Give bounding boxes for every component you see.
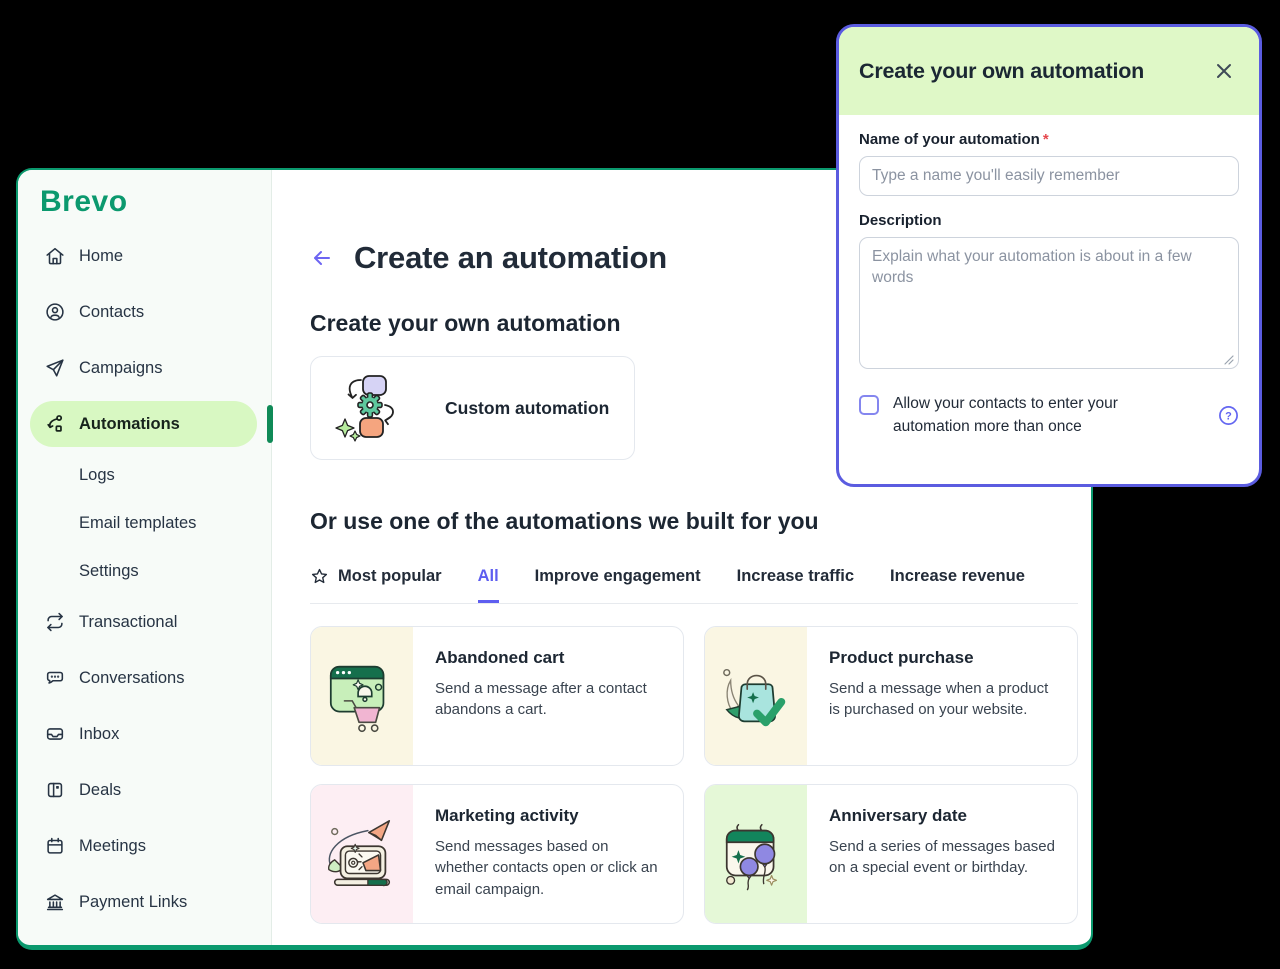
category-tabs: Most popular All Improve engagement Incr… bbox=[310, 567, 1078, 604]
help-button[interactable]: ? bbox=[1218, 405, 1239, 426]
modal-header: Create your own automation bbox=[839, 27, 1259, 115]
sidebar-item-label: Logs bbox=[79, 465, 115, 484]
sidebar-item-contacts[interactable]: Contacts bbox=[30, 289, 257, 335]
back-button[interactable] bbox=[310, 246, 334, 270]
name-label-text: Name of your automation bbox=[859, 131, 1040, 148]
sidebar-item-label: Deals bbox=[79, 780, 122, 799]
automation-description-textarea[interactable] bbox=[859, 237, 1239, 369]
card-description: Send a series of messages based on a spe… bbox=[829, 838, 1055, 877]
card-marketing-activity[interactable]: Marketing activity Send messages based o… bbox=[310, 784, 684, 924]
sidebar-item-settings[interactable]: Settings bbox=[30, 551, 257, 591]
sidebar-item-label: Inbox bbox=[79, 724, 120, 743]
tab-label: All bbox=[477, 567, 499, 585]
inbox-icon bbox=[46, 728, 64, 740]
active-indicator bbox=[267, 405, 273, 443]
custom-automation-card[interactable]: Custom automation bbox=[310, 356, 635, 460]
automation-name-input[interactable] bbox=[859, 156, 1239, 196]
sidebar-item-conversations[interactable]: Conversations bbox=[30, 655, 257, 701]
sidebar-item-label: Settings bbox=[79, 561, 139, 580]
description-field-label: Description bbox=[859, 212, 942, 229]
prebuilt-heading: Or use one of the automations we built f… bbox=[310, 508, 819, 534]
close-icon bbox=[1217, 64, 1231, 78]
automation-cards-grid: Abandoned cart Send a message after a co… bbox=[310, 626, 1091, 924]
anniversary-date-illustration bbox=[705, 785, 807, 923]
create-automation-modal: Create your own automation Name of your … bbox=[836, 24, 1262, 487]
tab-improve-engagement[interactable]: Improve engagement bbox=[535, 567, 701, 603]
back-arrow-icon bbox=[314, 251, 330, 265]
custom-automation-label: Custom automation bbox=[445, 397, 610, 418]
sidebar-item-transactional[interactable]: Transactional bbox=[30, 599, 257, 645]
sidebar-item-deals[interactable]: Deals bbox=[30, 767, 257, 813]
campaigns-icon bbox=[46, 359, 64, 377]
deals-icon bbox=[47, 782, 63, 798]
create-own-heading: Create your own automation bbox=[310, 310, 621, 336]
close-button[interactable] bbox=[1211, 58, 1237, 84]
meetings-icon bbox=[47, 837, 63, 854]
tab-all[interactable]: All bbox=[478, 567, 499, 603]
card-title: Abandoned cart bbox=[435, 648, 565, 667]
required-marker: * bbox=[1042, 131, 1049, 148]
automations-icon bbox=[47, 415, 63, 432]
tab-label: Increase revenue bbox=[890, 567, 1025, 585]
reentry-checkbox[interactable] bbox=[859, 395, 879, 415]
sidebar-nav: Home Contacts Campaigns Automations Logs… bbox=[18, 233, 273, 925]
svg-text:?: ? bbox=[1225, 410, 1232, 422]
abandoned-cart-illustration bbox=[311, 627, 413, 765]
sidebar-item-logs[interactable]: Logs bbox=[30, 455, 257, 495]
card-title: Anniversary date bbox=[829, 806, 967, 825]
sidebar-item-label: Payment Links bbox=[79, 892, 188, 911]
tab-most-popular[interactable]: Most popular bbox=[310, 567, 442, 603]
card-product-purchase[interactable]: Product purchase Send a message when a p… bbox=[704, 626, 1078, 766]
help-icon: ? bbox=[1219, 405, 1238, 425]
sidebar-item-payment-links[interactable]: Payment Links bbox=[30, 879, 257, 925]
sidebar-item-email-templates[interactable]: Email templates bbox=[30, 503, 257, 543]
workflow-illustration bbox=[333, 371, 407, 445]
card-description: Send a message after a contact abandons … bbox=[435, 680, 647, 719]
card-description: Send messages based on whether contacts … bbox=[435, 838, 658, 898]
name-field-label: Name of your automation* bbox=[859, 131, 1239, 148]
card-abandoned-cart[interactable]: Abandoned cart Send a message after a co… bbox=[310, 626, 684, 766]
star-icon bbox=[311, 568, 328, 584]
reentry-checkbox-label: Allow your contacts to enter your automa… bbox=[893, 395, 1118, 436]
sidebar-item-meetings[interactable]: Meetings bbox=[30, 823, 257, 869]
sidebar-item-label: Email templates bbox=[79, 513, 197, 532]
tab-increase-traffic[interactable]: Increase traffic bbox=[737, 567, 854, 603]
sidebar-item-label: Home bbox=[79, 246, 124, 265]
product-purchase-illustration bbox=[705, 627, 807, 765]
brevo-logo[interactable]: Brevo bbox=[40, 185, 128, 218]
modal-title: Create your own automation bbox=[859, 58, 1145, 83]
modal-body: Name of your automation* Description All… bbox=[839, 115, 1259, 439]
card-description: Send a message when a product is purchas… bbox=[829, 680, 1049, 719]
sidebar-item-label: Contacts bbox=[79, 302, 145, 321]
card-title: Marketing activity bbox=[435, 806, 579, 825]
transactional-icon bbox=[47, 612, 63, 632]
tab-increase-revenue[interactable]: Increase revenue bbox=[890, 567, 1025, 603]
tab-label: Most popular bbox=[338, 567, 442, 585]
sidebar-item-label: Conversations bbox=[79, 668, 185, 687]
main-content: Create an automation Create your own aut… bbox=[272, 170, 1091, 945]
marketing-activity-illustration bbox=[311, 785, 413, 923]
sidebar-item-automations[interactable]: Automations bbox=[30, 401, 273, 447]
card-title: Product purchase bbox=[829, 648, 974, 667]
sidebar-item-label: Campaigns bbox=[79, 358, 163, 377]
sidebar-item-campaigns[interactable]: Campaigns bbox=[30, 345, 257, 391]
tab-label: Increase traffic bbox=[736, 567, 855, 585]
sidebar-item-inbox[interactable]: Inbox bbox=[30, 711, 257, 757]
tab-label: Improve engagement bbox=[534, 567, 701, 585]
sidebar-item-home[interactable]: Home bbox=[30, 233, 257, 279]
conversations-icon bbox=[46, 671, 64, 684]
contacts-icon bbox=[46, 303, 64, 321]
card-anniversary-date[interactable]: Anniversary date Send a series of messag… bbox=[704, 784, 1078, 924]
payment-links-icon bbox=[46, 894, 64, 911]
reentry-option-row: Allow your contacts to enter your automa… bbox=[859, 392, 1239, 439]
sidebar: Brevo Home Contacts Campaigns Automation… bbox=[18, 170, 273, 945]
home-icon bbox=[46, 247, 64, 265]
page-title: Create an automation bbox=[354, 240, 667, 275]
sidebar-item-label: Automations bbox=[79, 414, 180, 433]
sidebar-item-label: Transactional bbox=[79, 612, 178, 631]
sidebar-item-label: Meetings bbox=[79, 836, 146, 855]
